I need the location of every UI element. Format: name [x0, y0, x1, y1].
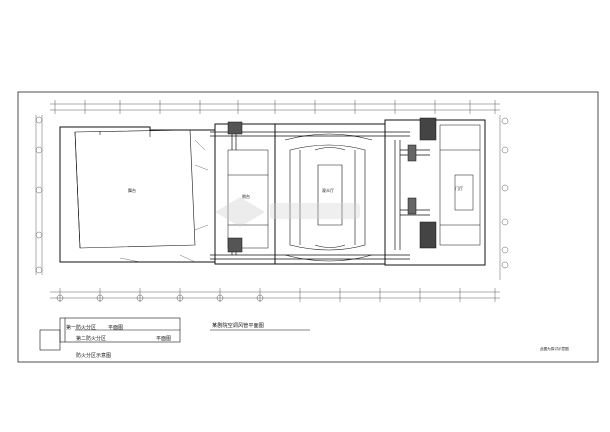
left-dimension-line [35, 115, 43, 275]
drawing-title: 某剧院空调风管平面图 [212, 321, 264, 329]
key-plan-text: 第一防火分区 平面图 第二防火分区 平面图 防火分区示意图 [60, 318, 190, 364]
drawing-note: 此图为探讨示意图 [540, 346, 569, 351]
zone-2-sub: 平面图 [156, 336, 172, 342]
key-plan-caption: 防火分区示意图 [76, 353, 112, 359]
side-stage [227, 149, 269, 249]
watermark [215, 197, 360, 227]
zone-2-label: 第二防火分区 [76, 336, 107, 342]
stage-hall [74, 129, 196, 249]
auditorium-seating [284, 133, 373, 262]
zone-1-sub: 平面图 [108, 325, 124, 331]
annotation-leaders [119, 139, 209, 263]
sheet-border [17, 91, 599, 363]
ductwork [210, 131, 430, 260]
room-labels: 舞台 侧台 观众厅 门厅 [128, 185, 463, 199]
ahu-equipment [227, 117, 437, 253]
stage-label: 舞台 [128, 187, 136, 193]
auditorium-label: 观众厅 [322, 188, 334, 193]
side-stage-label: 侧台 [242, 193, 250, 199]
lobby-partitions [439, 124, 481, 246]
lobby-label: 门厅 [455, 185, 463, 191]
top-dimension-line [50, 100, 500, 114]
zone-1-label: 第一防火分区 [66, 325, 97, 331]
right-axis-bubbles [499, 115, 509, 280]
key-plan [39, 317, 181, 351]
bottom-dimension-line [50, 288, 500, 302]
